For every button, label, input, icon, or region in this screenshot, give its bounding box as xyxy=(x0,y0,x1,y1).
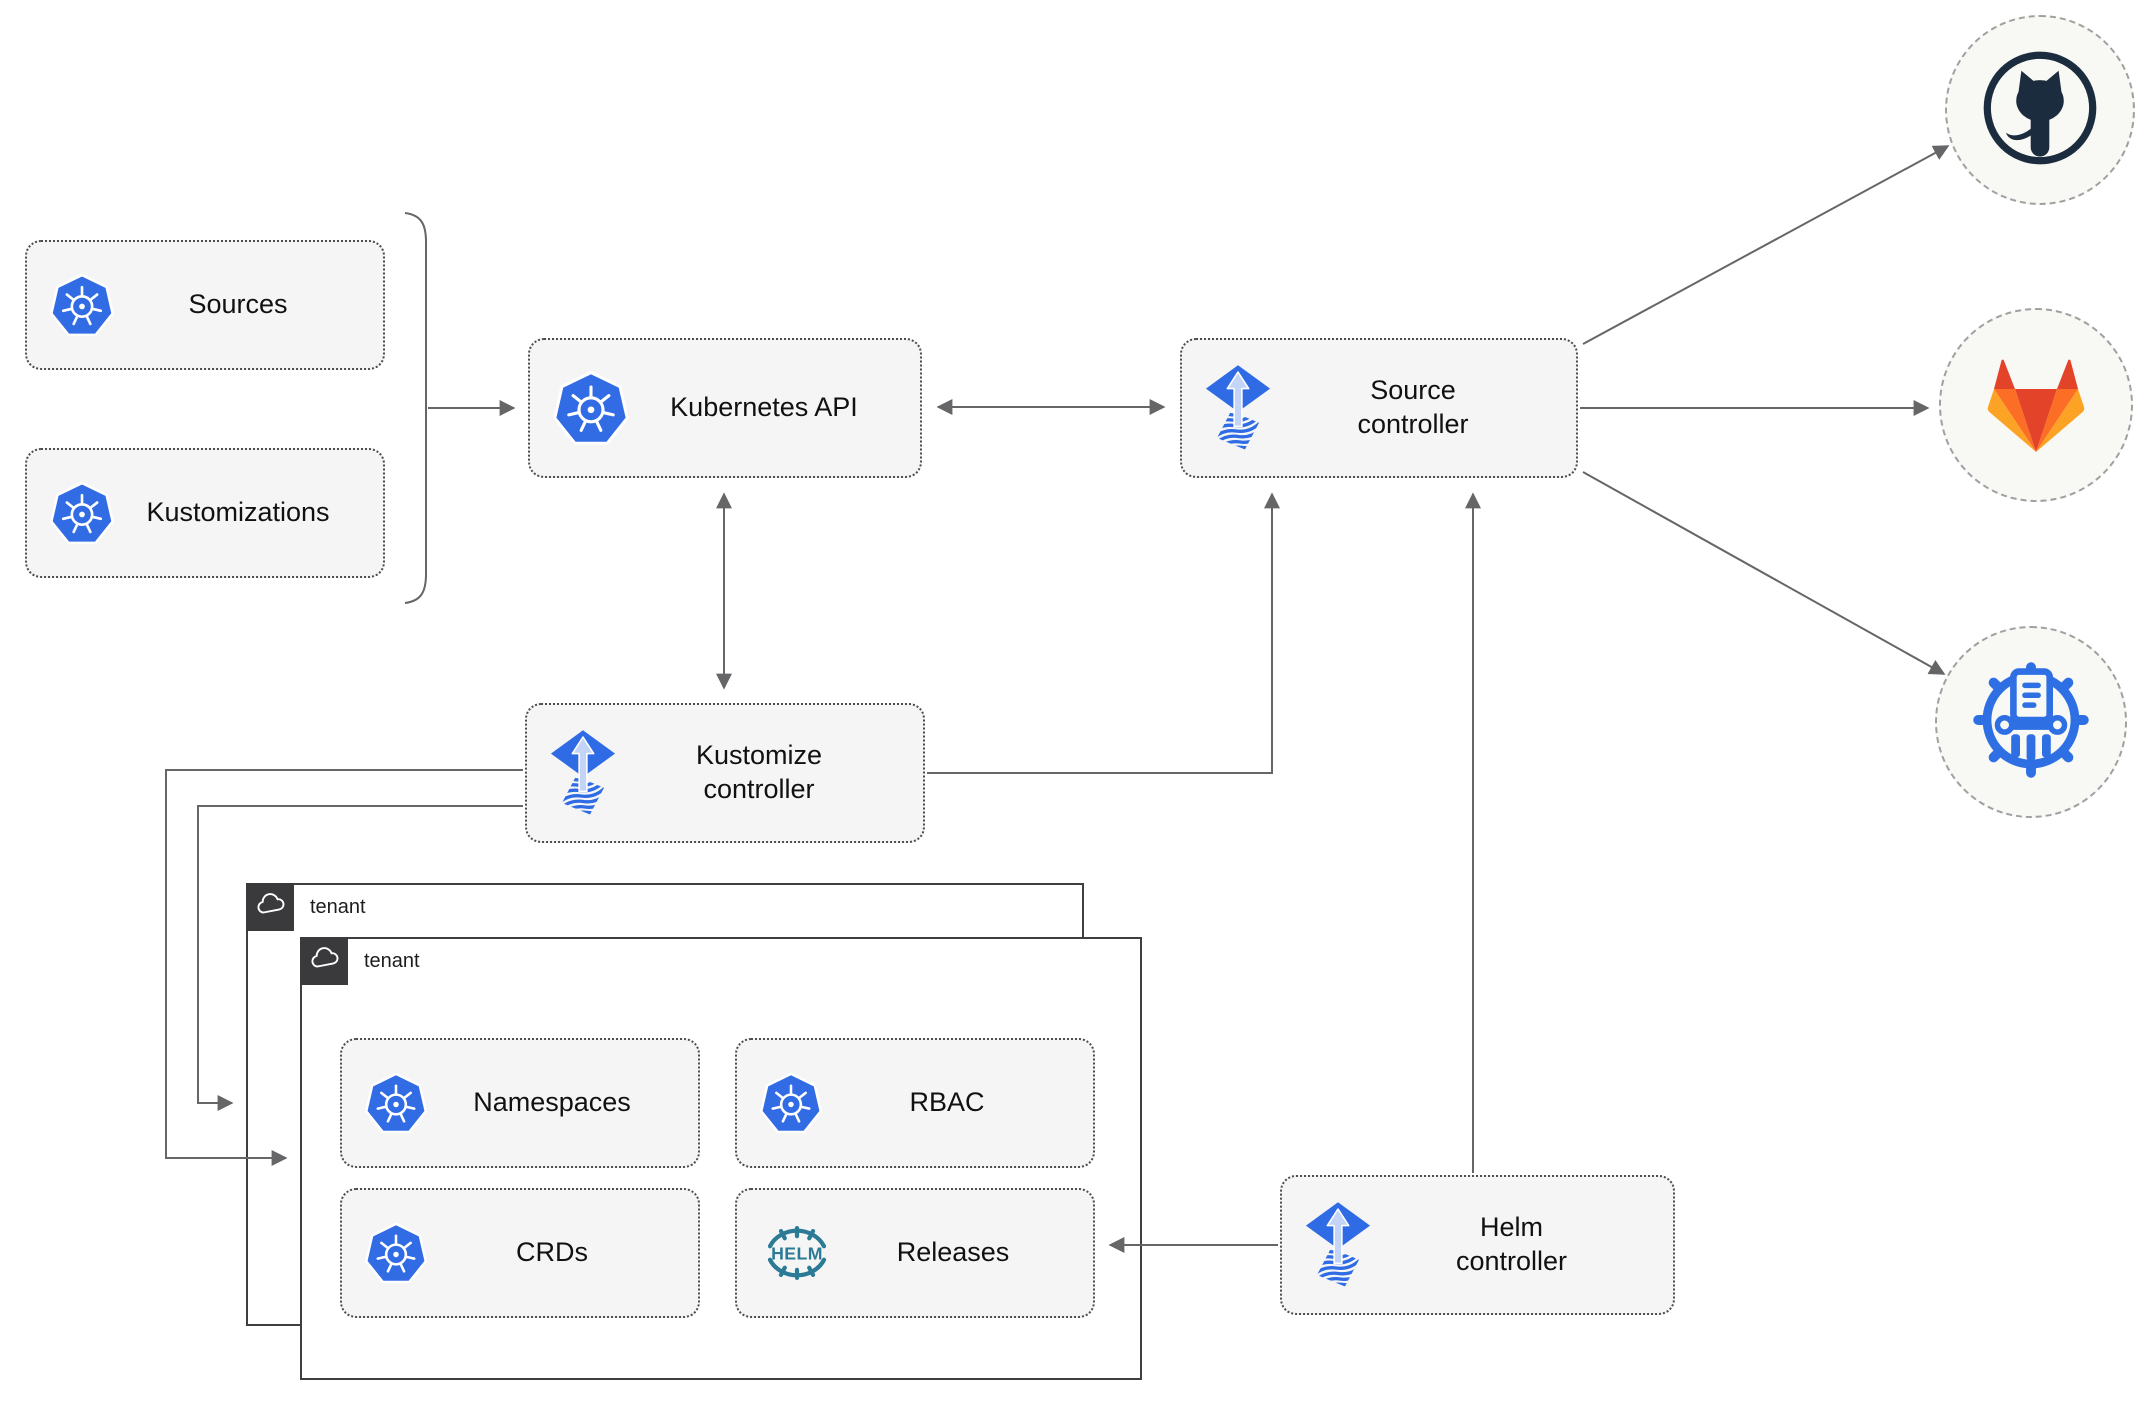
tenant-label: tenant xyxy=(310,896,366,918)
crds-label: CRDs xyxy=(516,1237,588,1268)
arrow-kustomize-to-source-controller xyxy=(927,492,1280,774)
namespaces-node: Namespaces xyxy=(340,1038,700,1168)
kustomize-controller-label: Kustomize controller xyxy=(695,740,823,804)
gitlab-remote xyxy=(1939,308,2133,502)
helm-controller-label: Helm controller xyxy=(1455,1212,1568,1276)
sources-node: Sources xyxy=(25,240,385,370)
kubernetes-icon xyxy=(49,272,115,338)
source-controller-label: Source controller xyxy=(1357,375,1469,439)
kubernetes-api-node: Kubernetes API xyxy=(528,338,922,478)
kustomizations-node: Kustomizations xyxy=(25,448,385,578)
arrow-source-to-github xyxy=(1582,145,1950,345)
kubernetes-icon xyxy=(49,480,115,546)
arrow-source-to-chartmuseum xyxy=(1582,471,1946,675)
kubernetes-icon xyxy=(364,1071,428,1135)
flux-icon xyxy=(1304,1201,1372,1289)
github-remote xyxy=(1945,15,2135,205)
rbac-node: RBAC xyxy=(735,1038,1095,1168)
gitlab-icon xyxy=(1982,353,2090,457)
kubernetes-icon xyxy=(552,369,630,447)
kubernetes-icon xyxy=(364,1221,428,1285)
tenant-label: tenant xyxy=(364,950,420,972)
source-controller-node: Source controller xyxy=(1180,338,1578,478)
releases-label: Releases xyxy=(896,1237,1010,1268)
crds-node: CRDs xyxy=(340,1188,700,1318)
kubernetes-icon xyxy=(759,1071,823,1135)
helm-icon xyxy=(759,1226,835,1280)
cloud-icon xyxy=(255,893,286,921)
bracket-sources-group xyxy=(404,212,427,604)
github-icon xyxy=(1978,46,2102,175)
chartmuseum-icon xyxy=(1965,654,2097,791)
tenant-header xyxy=(300,937,348,985)
flux-icon xyxy=(549,729,617,817)
chartmuseum-remote xyxy=(1935,626,2127,818)
helm-controller-node: Helm controller xyxy=(1280,1175,1675,1315)
tenant-header xyxy=(246,883,294,931)
releases-node: Releases xyxy=(735,1188,1095,1318)
cloud-icon xyxy=(309,947,340,975)
kustomize-controller-node: Kustomize controller xyxy=(525,703,925,843)
namespaces-label: Namespaces xyxy=(473,1087,631,1118)
rbac-label: RBAC xyxy=(909,1087,985,1118)
flux-icon xyxy=(1204,364,1272,452)
sources-label: Sources xyxy=(188,289,288,320)
kubernetes-api-label: Kubernetes API xyxy=(670,392,858,423)
kustomizations-label: Kustomizations xyxy=(146,497,330,528)
